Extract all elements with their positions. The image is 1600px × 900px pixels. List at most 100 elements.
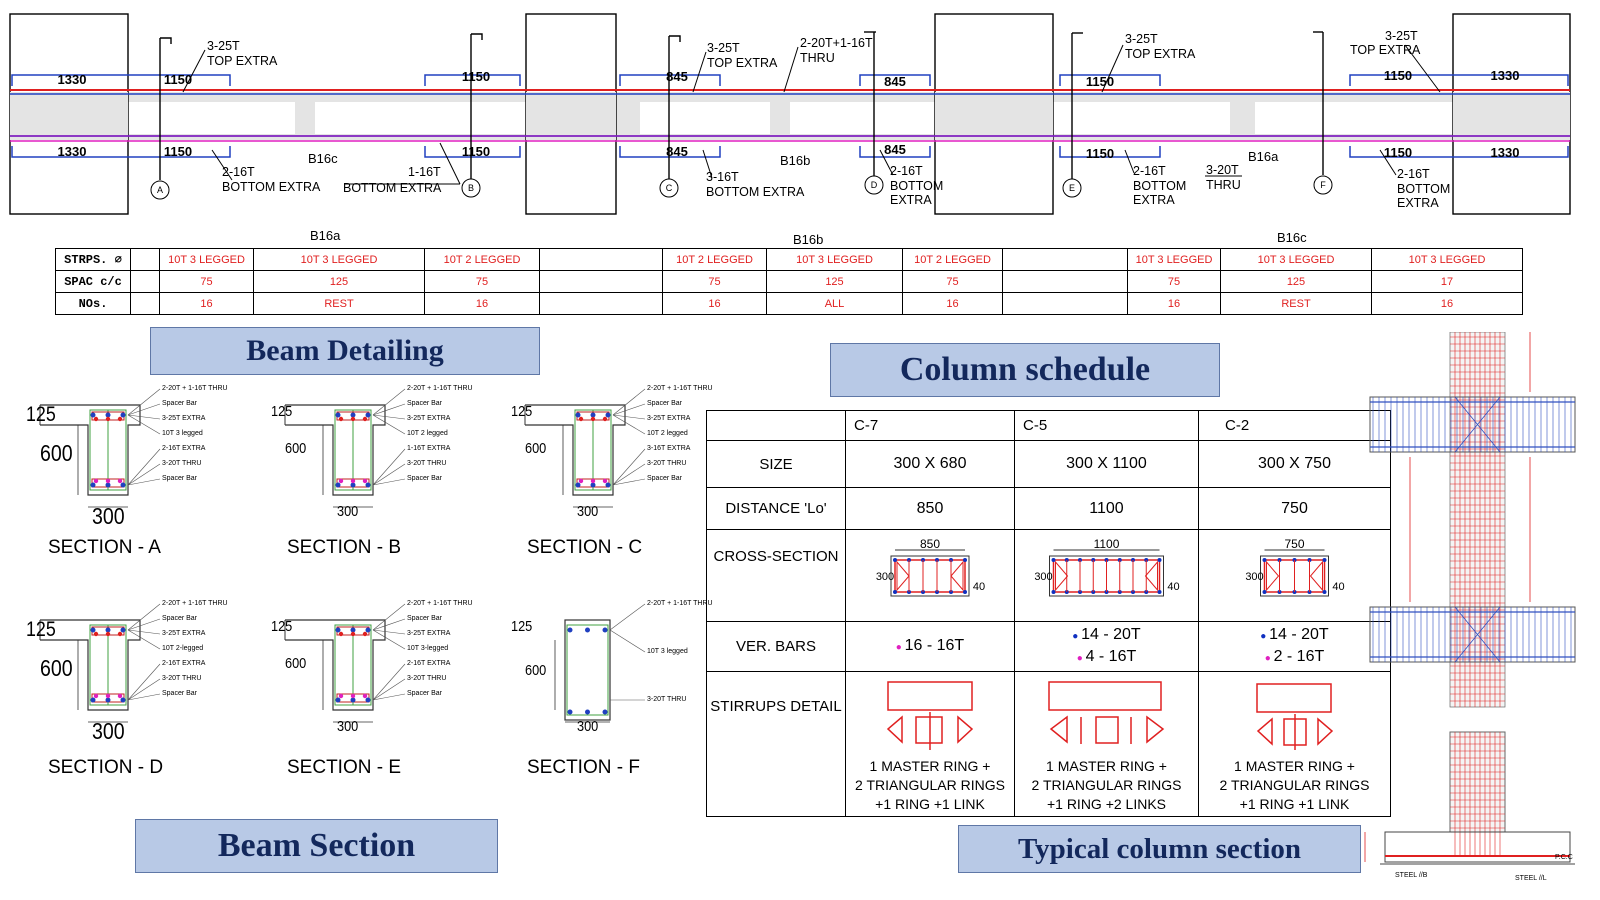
stirrup-row-type: STRPS. ∅ 10T 3 LEGGED 10T 3 LEGGED 10T 2…	[55, 248, 1523, 271]
section-depth-dim: 600	[40, 655, 73, 681]
top-note-2-line2: TOP EXTRA	[707, 56, 778, 70]
bot-note-3-line2: BOTTOM EXTRA	[706, 185, 805, 199]
dim-bot-7: 1150	[1384, 145, 1412, 160]
cross-width-dim: 850	[920, 537, 940, 551]
dim-bot-5: 845	[884, 142, 906, 157]
stirrup-sketch-c5	[1048, 681, 1165, 744]
beam-detailing-banner: Beam Detailing	[150, 327, 540, 375]
bot-note-5-line1: 2-16T	[1133, 164, 1166, 178]
section-note: 3-20T THRU	[162, 675, 202, 682]
stirrup-row-count: NOs. 16 REST 16 16 ALL 16 16 REST 16	[55, 292, 1523, 315]
beam-section-1-drawing	[39, 388, 161, 508]
beam-mark-2: B16b	[780, 153, 810, 168]
bot-note-2-line2: BOTTOM EXTRA	[343, 181, 442, 195]
beam-section-3-drawing	[524, 388, 646, 508]
cell: 17	[1371, 270, 1523, 293]
dim-top-2: 1150	[164, 72, 192, 87]
dim-top-1: 1330	[58, 72, 87, 87]
section-top-dim: 125	[511, 403, 533, 420]
ver-bar-entry: ● 14 - 20T	[1015, 625, 1198, 647]
section-note: 10T 2 legged	[647, 430, 688, 437]
bar-text: 14 - 20T	[1081, 625, 1141, 643]
dim-top-3: 1150	[462, 69, 490, 84]
cross-depth-dim: 300	[1034, 571, 1052, 583]
top-note-5-line1: 3-25T	[1385, 29, 1418, 43]
dim-bot-6: 1150	[1086, 146, 1114, 161]
section-width-dim: 300	[577, 503, 599, 520]
stirrup-text-c5: 1 MASTER RING + 2 TRIANGULAR RINGS +1 RI…	[1015, 757, 1198, 814]
section-note: Spacer Bar	[647, 400, 683, 407]
section-width-dim: 300	[337, 718, 359, 735]
cell: ALL	[766, 292, 903, 315]
stirrup-text-c7: 1 MASTER RING + 2 TRIANGULAR RINGS +1 RI…	[846, 757, 1014, 814]
line: 2 TRIANGULAR RINGS	[1031, 777, 1182, 793]
steel-l-label: STEEL //L	[1515, 875, 1547, 882]
cell: REST	[1220, 292, 1372, 315]
cell: 16	[424, 292, 540, 315]
bot-note-2-line1: 1-16T	[408, 165, 441, 179]
cell: 10T 3 LEGGED	[253, 248, 425, 271]
bar-text: 2 - 16T	[1273, 647, 1325, 665]
cell: REST	[253, 292, 425, 315]
section-note: 3-25T EXTRA	[647, 415, 691, 422]
grid-label-c: C	[666, 183, 673, 193]
section-note: 3-25T EXTRA	[407, 415, 451, 422]
cell: 75	[662, 270, 767, 293]
stirrup-group-head-1: B16a	[310, 228, 341, 243]
beam-section-2-drawing	[284, 388, 406, 508]
triangle-ring	[957, 715, 974, 744]
cell: 75	[1127, 270, 1221, 293]
section-label: SECTION - A	[48, 537, 161, 558]
section-top-dim: 125	[511, 618, 533, 635]
typical-column-section-drawing: STEEL //B STEEL //L P.C.C	[1364, 332, 1576, 882]
cross-cover-dim: 40	[973, 581, 985, 593]
spacer-cell	[130, 248, 160, 271]
section-note: Spacer Bar	[407, 475, 443, 482]
cross-width-dim: 1100	[1094, 537, 1120, 551]
section-note: 3-20T THRU	[407, 675, 447, 682]
dim-top-5: 845	[884, 74, 906, 89]
grid-label-a: A	[157, 185, 163, 195]
ver-bar-entry: ● 2 - 16T	[1199, 647, 1390, 669]
cell: 10T 3 LEGGED	[1127, 248, 1221, 271]
section-note: 2-20T + 1-16T THRU	[162, 600, 228, 607]
section-note: 3-16T EXTRA	[647, 445, 691, 452]
spacer-cell	[130, 270, 160, 293]
bar-text: 4 - 16T	[1085, 647, 1137, 665]
cell: 16	[159, 292, 254, 315]
cell: 125	[253, 270, 425, 293]
section-depth-dim: 600	[40, 440, 73, 466]
section-note: 1-16T EXTRA	[407, 445, 451, 452]
section-note: 2-20T + 1-16T THRU	[647, 600, 713, 607]
stirrup-text-c2: 1 MASTER RING + 2 TRIANGULAR RINGS +1 RI…	[1199, 757, 1390, 814]
section-width-dim: 300	[577, 718, 599, 735]
section-note: 2-20T + 1-16T THRU	[407, 385, 473, 392]
section-width-dim: 300	[92, 503, 125, 529]
section-note: 3-20T THRU	[407, 460, 447, 467]
verbars-c7: ● 16 - 16T	[845, 621, 1015, 672]
cross-cover-dim: 40	[1332, 581, 1344, 593]
cell: 75	[424, 270, 540, 293]
cell: 10T 2 LEGGED	[662, 248, 767, 271]
line: +1 RING +1 LINK	[875, 796, 985, 812]
top-note-1-line2: TOP EXTRA	[207, 54, 278, 68]
section-note: Spacer Bar	[647, 475, 683, 482]
section-width-dim: 300	[337, 503, 359, 520]
line: 1 MASTER RING +	[1046, 758, 1167, 774]
cell: 125	[766, 270, 903, 293]
section-note: 3-25T EXTRA	[162, 630, 206, 637]
top-note-3-line2: THRU	[800, 51, 835, 65]
dim-bot-1: 1330	[58, 144, 87, 159]
section-note: Spacer Bar	[162, 690, 198, 697]
bot-note-1-line1: 2-16T	[222, 165, 255, 179]
stirrups-row: STIRRUPS DETAIL 1 MASTER RING + 2 TRIANG…	[706, 671, 1391, 817]
steel-b-label: STEEL //B	[1395, 872, 1428, 879]
column-header-row: C-7 C-5 C-2	[706, 410, 1391, 441]
section-label: SECTION - E	[287, 757, 402, 778]
section-note: 3-25T EXTRA	[407, 630, 451, 637]
